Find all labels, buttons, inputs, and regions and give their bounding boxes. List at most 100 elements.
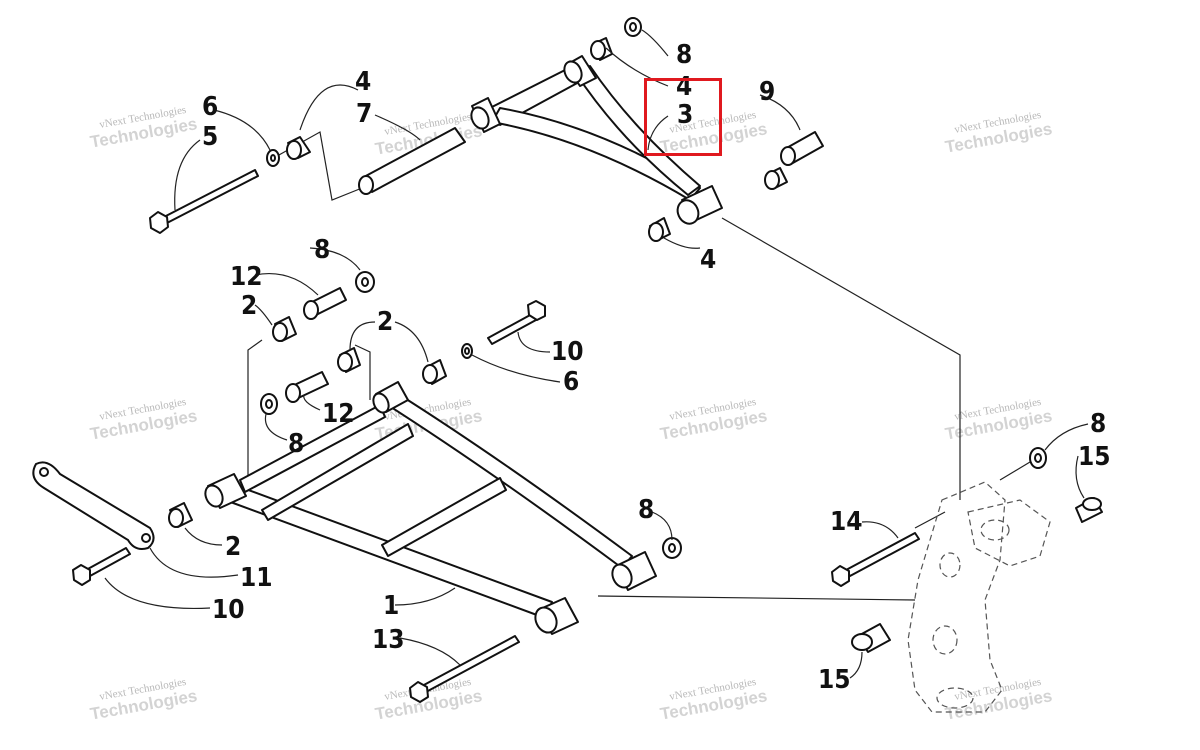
watermark: vNext Technologies Technologies (89, 396, 199, 444)
lower-arm-cross-tube-2 (261, 423, 414, 521)
lower-arm-left-bushing (204, 473, 247, 509)
bushing-4-left (286, 136, 311, 160)
callout-10: 10 (212, 595, 245, 625)
callout-12: 12 (230, 262, 263, 292)
callout-15: 15 (818, 665, 851, 695)
lower-arm-front-tube (379, 389, 633, 569)
callout-8: 8 (676, 40, 692, 70)
upper-arm-rear-bushing (470, 97, 501, 133)
bolt-10-lower (72, 547, 131, 586)
callout-3: 3 (677, 100, 693, 130)
leader-line (394, 587, 456, 606)
leader-line (399, 637, 461, 666)
watermark: vNext Technologies Technologies (944, 396, 1054, 444)
nut-8-top (624, 17, 642, 37)
pivot-12-upper (303, 287, 347, 320)
callout-6: 6 (563, 367, 579, 397)
leader-line (174, 139, 201, 211)
leader-line (1075, 455, 1085, 499)
callout-7: 7 (356, 99, 372, 129)
bushing-4-lower (648, 217, 671, 242)
watermark: vNext Technologies Technologies (944, 109, 1054, 157)
leader-line (641, 29, 669, 57)
lower-a-arm (204, 381, 657, 635)
spindle (907, 481, 1051, 713)
callout-13: 13 (372, 625, 405, 655)
upper-arm-brace (574, 65, 701, 196)
spindle-arm (967, 499, 1051, 567)
nut-8-right (662, 537, 682, 559)
nut-8-spindle (1029, 447, 1047, 469)
assembly-line (247, 339, 263, 480)
sleeve-7 (358, 127, 466, 195)
watermark: vNext Technologies Technologies (659, 396, 769, 444)
leader-line (374, 114, 421, 141)
lower-arm-ball-joint-housing (534, 597, 579, 635)
upper-arm-ball-joint-housing (676, 185, 723, 225)
bolt-14 (831, 532, 920, 587)
bolt-5 (149, 169, 259, 234)
watermarks: vNext Technologies Technologies vNext Te… (89, 104, 1054, 724)
lower-arm-shock-mount (611, 551, 657, 591)
upper-arm-top-bushing (563, 55, 597, 87)
spindle-hole (939, 552, 961, 578)
leader-line (651, 511, 673, 541)
leader-line (471, 354, 561, 383)
assembly-line (597, 595, 916, 601)
leader-line (517, 331, 551, 353)
bushing-2-lower (168, 502, 193, 528)
bushing-15-upper (1075, 497, 1103, 523)
leader-line (349, 321, 376, 351)
pivot-12-lower (285, 371, 329, 403)
upper-a-arm (470, 55, 723, 225)
callout-8: 8 (314, 235, 330, 265)
watermark: vNext Technologies Technologies (659, 676, 769, 724)
leader-line (647, 115, 669, 151)
assembly-lines (247, 131, 1031, 601)
leader-line (849, 651, 863, 679)
leader-line (184, 527, 223, 546)
callout-2: 2 (377, 307, 393, 337)
bushing-2-right (422, 359, 447, 385)
leader-line (663, 237, 701, 249)
spindle-hub (936, 687, 974, 709)
callout-8: 8 (288, 429, 304, 459)
washer-6 (266, 149, 280, 167)
callout-14: 14 (830, 507, 863, 537)
upper-arm-front-tube (491, 107, 701, 201)
assembly-line (914, 511, 946, 529)
watermark: vNext Technologies Technologies (374, 676, 484, 724)
callout-6: 6 (202, 92, 218, 122)
callout-11: 11 (240, 563, 273, 593)
leader-line (254, 272, 319, 296)
nut-8-left (260, 393, 278, 415)
assembly-line (354, 344, 371, 400)
leader-line (264, 413, 288, 441)
callout-5: 5 (202, 122, 218, 152)
leader-lines (104, 29, 1089, 679)
lower-arm-top-bushing (372, 381, 409, 414)
leader-line (303, 394, 321, 411)
lower-arm-cross-tube-1 (239, 404, 386, 493)
bolt-10-upper (487, 300, 546, 345)
sleeve-9 (780, 131, 824, 166)
callout-10: 10 (551, 337, 584, 367)
callout-8: 8 (638, 495, 654, 525)
assembly-line (999, 461, 1031, 481)
leader-line (104, 577, 211, 610)
leader-line (299, 84, 359, 131)
selected-part-highlight (644, 78, 722, 156)
bushing-2-upper (272, 316, 297, 342)
bolt-13 (409, 635, 520, 703)
leader-line (149, 547, 239, 578)
watermark: vNext Technologies Technologies (944, 676, 1054, 724)
callout-8: 8 (1090, 409, 1106, 439)
nut-8-mid (355, 271, 375, 293)
leader-line (605, 47, 669, 87)
lower-arm-hardware (32, 271, 682, 703)
callout-1: 1 (383, 591, 399, 621)
callout-12: 12 (322, 399, 355, 429)
bushing-4-top (590, 37, 613, 61)
leader-line (254, 304, 273, 326)
